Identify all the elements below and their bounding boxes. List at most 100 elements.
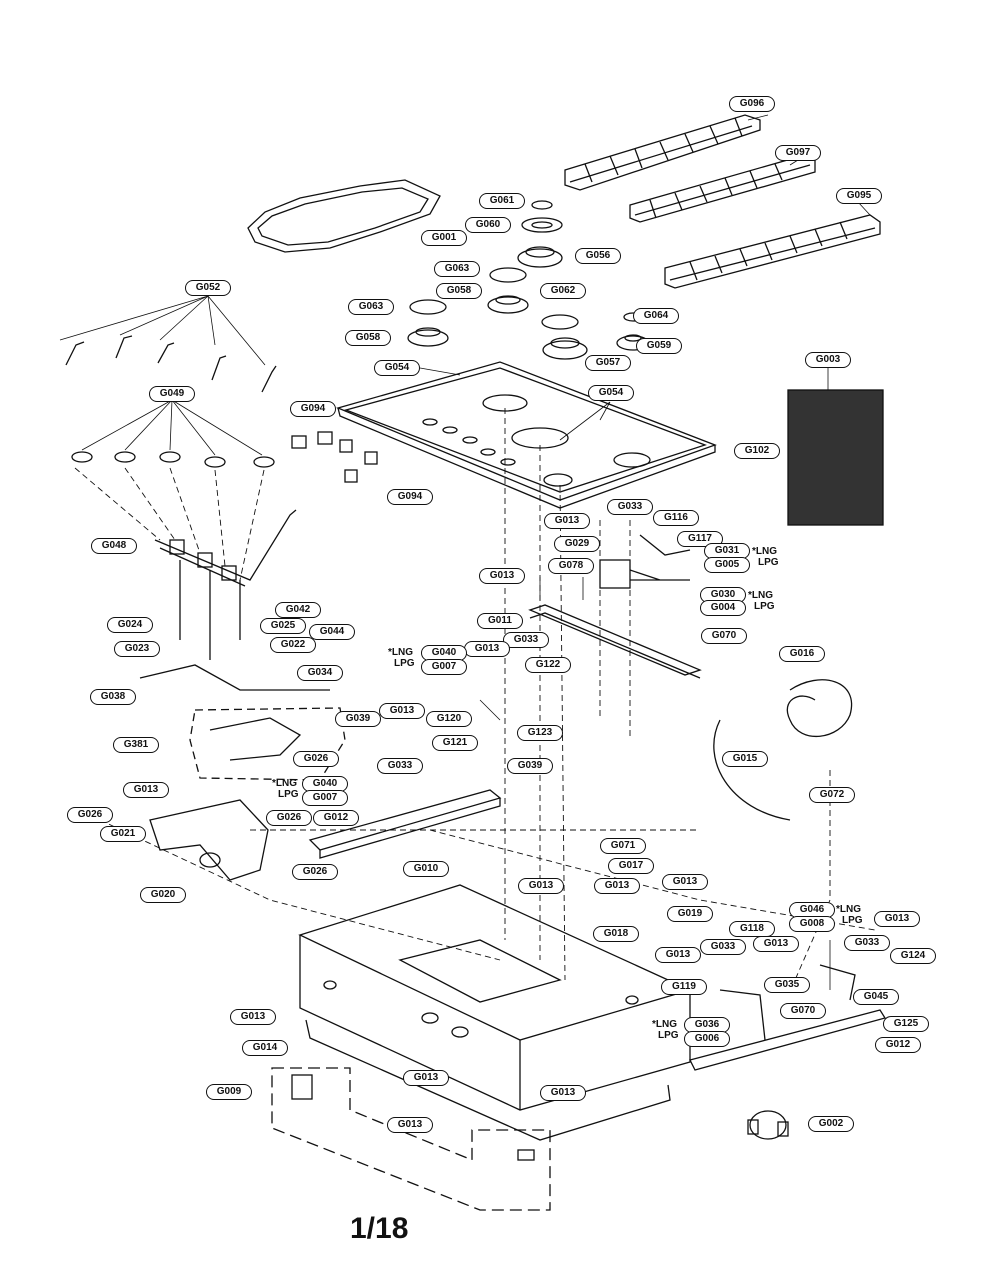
lng-label: *LNG bbox=[752, 546, 777, 557]
callout-g058-upper: G058 bbox=[436, 283, 482, 299]
callout-g071: G071 bbox=[600, 838, 646, 854]
frame-left bbox=[149, 799, 269, 881]
manifold bbox=[154, 509, 297, 660]
callout-g013-b: G013 bbox=[479, 568, 525, 584]
callout-g124: G124 bbox=[890, 948, 936, 964]
callout-g078: G078 bbox=[548, 558, 594, 574]
callout-g026-d: G026 bbox=[292, 864, 338, 880]
callout-g381: G381 bbox=[113, 737, 159, 753]
callout-g024: G024 bbox=[107, 617, 153, 633]
base-pan bbox=[298, 884, 692, 1141]
callout-g052: G052 bbox=[185, 280, 231, 296]
callout-g014: G014 bbox=[242, 1040, 288, 1056]
callout-g033-r2: G033 bbox=[844, 935, 890, 951]
callout-g013-o: G013 bbox=[387, 1117, 433, 1133]
gas-hose bbox=[713, 679, 853, 821]
callout-g004: G004 bbox=[700, 600, 746, 616]
callout-g033-mid: G033 bbox=[503, 632, 549, 648]
callout-g018: G018 bbox=[593, 926, 639, 942]
lng-label: *LNG bbox=[836, 904, 861, 915]
callout-g123: G123 bbox=[517, 725, 563, 741]
callout-g061: G061 bbox=[479, 193, 525, 209]
lpg-label: LPG bbox=[758, 557, 779, 568]
lpg-label: LPG bbox=[278, 789, 299, 800]
regulator-valve bbox=[599, 534, 691, 589]
support-rail bbox=[528, 604, 702, 679]
callout-g013-d: G013 bbox=[379, 703, 425, 719]
callout-g013-n: G013 bbox=[540, 1085, 586, 1101]
callout-g029: G029 bbox=[554, 536, 600, 552]
callout-g012-left: G012 bbox=[313, 810, 359, 826]
callout-g011: G011 bbox=[477, 613, 523, 629]
callout-g072: G072 bbox=[809, 787, 855, 803]
callout-g013-i: G013 bbox=[874, 911, 920, 927]
callout-g063-upper: G063 bbox=[434, 261, 480, 277]
callout-g102: G102 bbox=[734, 443, 780, 459]
callout-g120: G120 bbox=[426, 711, 472, 727]
callout-g021: G021 bbox=[100, 826, 146, 842]
callout-g013-g: G013 bbox=[594, 878, 640, 894]
callout-g054-right: G054 bbox=[588, 385, 634, 401]
callout-g094-lower: G094 bbox=[387, 489, 433, 505]
callout-g054-left: G054 bbox=[374, 360, 420, 376]
callout-g033-r1: G033 bbox=[700, 939, 746, 955]
callout-g015: G015 bbox=[722, 751, 768, 767]
callout-g006: G006 bbox=[684, 1031, 730, 1047]
callout-g026-a: G026 bbox=[293, 751, 339, 767]
knobs bbox=[291, 431, 378, 483]
callout-g031: G031 bbox=[704, 543, 750, 559]
page-number: 1/18 bbox=[350, 1212, 409, 1245]
callout-g060: G060 bbox=[465, 217, 511, 233]
callout-g094-upper: G094 bbox=[290, 401, 336, 417]
callout-g007-lower: G007 bbox=[302, 790, 348, 806]
callout-g064: G064 bbox=[633, 308, 679, 324]
callout-g020: G020 bbox=[140, 887, 186, 903]
callout-g033-low: G033 bbox=[377, 758, 423, 774]
callout-g016: G016 bbox=[779, 646, 825, 662]
callout-g009: G009 bbox=[206, 1084, 252, 1100]
callout-g005: G005 bbox=[704, 557, 750, 573]
callout-g121: G121 bbox=[432, 735, 478, 751]
callout-g012-right: G012 bbox=[875, 1037, 921, 1053]
valves bbox=[71, 451, 275, 468]
callout-g026-c: G026 bbox=[266, 810, 312, 826]
callout-g057: G057 bbox=[585, 355, 631, 371]
guide-lines bbox=[74, 408, 876, 981]
callout-g022: G022 bbox=[270, 637, 316, 653]
callout-g013-m: G013 bbox=[403, 1070, 449, 1086]
callout-g001: G001 bbox=[421, 230, 467, 246]
callout-g007-upper: G007 bbox=[421, 659, 467, 675]
lng-label: *LNG bbox=[652, 1019, 677, 1030]
electrodes bbox=[65, 335, 277, 393]
lng-label: *LNG bbox=[748, 590, 773, 601]
callout-g035: G035 bbox=[764, 977, 810, 993]
callout-g039-right: G039 bbox=[507, 758, 553, 774]
callout-g013-h: G013 bbox=[662, 874, 708, 890]
callout-g003: G003 bbox=[805, 352, 851, 368]
callout-g045: G045 bbox=[853, 989, 899, 1005]
callout-g070-lower: G070 bbox=[780, 1003, 826, 1019]
callout-g034: G034 bbox=[297, 665, 343, 681]
callout-g116: G116 bbox=[653, 510, 699, 526]
callout-g023: G023 bbox=[114, 641, 160, 657]
callout-g097: G097 bbox=[775, 145, 821, 161]
callout-g013-c: G013 bbox=[464, 641, 510, 657]
callout-g058-lower: G058 bbox=[345, 330, 391, 346]
callout-g063-lower: G063 bbox=[348, 299, 394, 315]
lpg-label: LPG bbox=[842, 915, 863, 926]
line-art bbox=[59, 114, 887, 1211]
callout-g049: G049 bbox=[149, 386, 195, 402]
accessory-box bbox=[271, 1067, 551, 1211]
bracket-left bbox=[308, 789, 502, 859]
callout-g019: G019 bbox=[667, 906, 713, 922]
callout-g033-top: G033 bbox=[607, 499, 653, 515]
callout-g056: G056 bbox=[575, 248, 621, 264]
callout-g059: G059 bbox=[636, 338, 682, 354]
callout-g096: G096 bbox=[729, 96, 775, 112]
